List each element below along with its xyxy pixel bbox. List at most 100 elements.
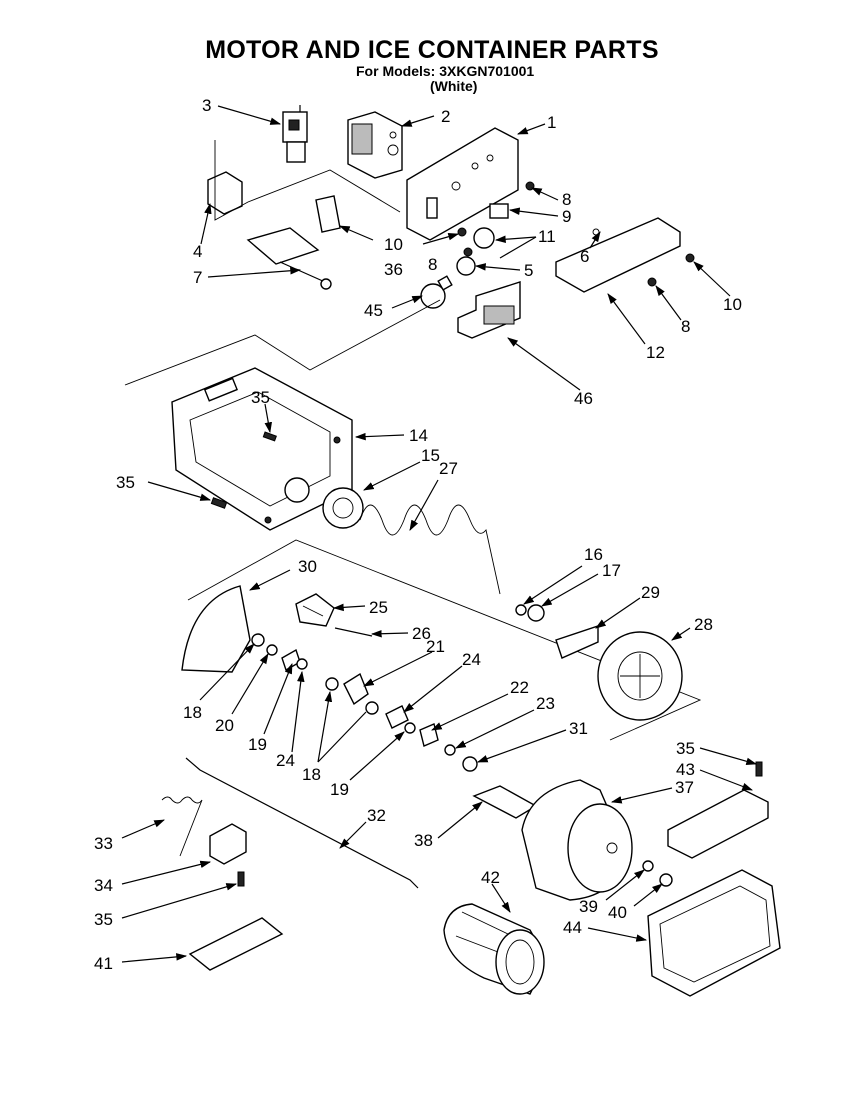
auger-part-27 <box>359 504 501 595</box>
spring-part-33 <box>161 796 203 857</box>
callout-38: 38 <box>414 831 433 850</box>
leader-lines <box>121 105 758 963</box>
light-bulb-part-45 <box>420 275 453 309</box>
ice-container-part-14 <box>171 367 353 531</box>
blade-part-24b <box>385 705 409 729</box>
callout-36: 36 <box>384 260 403 279</box>
callout-24-right: 24 <box>462 650 481 669</box>
guide-line-top <box>124 299 441 386</box>
callout-16: 16 <box>584 545 603 564</box>
washer-part-23 <box>444 744 456 756</box>
housing-part-44 <box>647 869 781 997</box>
callout-18-left: 18 <box>183 703 202 722</box>
screw-part-8c <box>647 277 657 287</box>
screw-part-35c <box>237 871 245 887</box>
mounting-plate-part-1 <box>406 127 519 241</box>
callout-29: 29 <box>641 583 660 602</box>
washer-part-19b <box>404 722 416 734</box>
housing-part-30 <box>181 585 251 673</box>
solenoid-part-3 <box>282 105 308 163</box>
callout-6: 6 <box>580 247 589 266</box>
callout-25: 25 <box>369 598 388 617</box>
callout-labels: 1 2 3 4 5 6 7 8 8 8 9 10 10 11 12 14 15 … <box>94 96 742 973</box>
callout-23: 23 <box>536 694 555 713</box>
callout-20: 20 <box>215 716 234 735</box>
callout-37: 37 <box>675 778 694 797</box>
callout-2: 2 <box>441 107 450 126</box>
washer-part-16 <box>515 604 527 616</box>
callout-45: 45 <box>364 301 383 320</box>
callout-30: 30 <box>298 557 317 576</box>
cam-part-11 <box>473 227 495 249</box>
lever-part-38 <box>472 785 538 819</box>
callout-8-right: 8 <box>681 317 690 336</box>
plate-part-41 <box>188 917 284 971</box>
screw-part-10a <box>457 227 467 237</box>
callout-24-left: 24 <box>276 751 295 770</box>
spacer-part-18c <box>365 701 379 715</box>
clip-part-9 <box>489 203 509 219</box>
washer-part-40 <box>659 873 673 887</box>
blade-part-25 <box>295 593 335 627</box>
screw-part-10b <box>685 253 695 263</box>
callout-10-left: 10 <box>384 235 403 254</box>
spacer-part-18b <box>325 677 339 691</box>
callout-35-left: 35 <box>116 473 135 492</box>
callout-5: 5 <box>524 261 533 280</box>
callout-7: 7 <box>193 268 202 287</box>
motor-part-2 <box>347 111 403 179</box>
cover-part-12 <box>555 217 681 293</box>
callout-3: 3 <box>202 96 211 115</box>
callout-19-left: 19 <box>248 735 267 754</box>
screw-part-35a <box>262 431 277 442</box>
callout-44: 44 <box>563 918 582 937</box>
callout-27: 27 <box>439 459 458 478</box>
callout-31: 31 <box>569 719 588 738</box>
callout-17: 17 <box>602 561 621 580</box>
blade-part-22 <box>419 723 439 747</box>
callout-4: 4 <box>193 242 202 261</box>
callout-42: 42 <box>481 868 500 887</box>
guide-line-middle <box>187 539 702 741</box>
callout-33: 33 <box>94 834 113 853</box>
callout-34: 34 <box>94 876 113 895</box>
callout-40: 40 <box>608 903 627 922</box>
callout-19-mid: 19 <box>330 780 349 799</box>
screw-part-35d <box>755 761 763 777</box>
switch-harness-part-7 <box>246 227 332 290</box>
callout-12: 12 <box>646 343 665 362</box>
rod-part-32 <box>185 757 419 889</box>
washer-part-24a <box>296 658 308 670</box>
color-line: (White) <box>430 78 478 94</box>
nut-part-31 <box>462 756 478 772</box>
callout-35-right: 35 <box>676 739 695 758</box>
insulator-part-36 <box>315 195 341 233</box>
page-title: MOTOR AND ICE CONTAINER PARTS <box>205 36 659 64</box>
callout-41: 41 <box>94 954 113 973</box>
callout-21: 21 <box>426 637 445 656</box>
bellows-part-42 <box>443 903 545 995</box>
callout-9: 9 <box>562 207 571 226</box>
callout-15: 15 <box>421 446 440 465</box>
bearing-part-15 <box>322 487 364 529</box>
callout-18-mid: 18 <box>302 765 321 784</box>
screw-part-35b <box>210 497 228 509</box>
spacer-part-20 <box>266 644 278 656</box>
blade-part-21 <box>343 672 369 706</box>
fan-wheel-part-28 <box>597 631 683 721</box>
callout-28: 28 <box>694 615 713 634</box>
callout-39: 39 <box>579 897 598 916</box>
callout-14: 14 <box>409 426 428 445</box>
callout-1: 1 <box>547 113 556 132</box>
plate-part-43 <box>667 789 769 859</box>
callout-46: 46 <box>574 389 593 408</box>
callout-8-mid: 8 <box>428 255 437 274</box>
plate-part-29 <box>555 625 599 659</box>
gear-part-5 <box>456 256 476 276</box>
motor-housing-part-37 <box>521 779 633 901</box>
callout-35-lower: 35 <box>94 910 113 929</box>
callout-22: 22 <box>510 678 529 697</box>
callout-11: 11 <box>538 227 556 246</box>
